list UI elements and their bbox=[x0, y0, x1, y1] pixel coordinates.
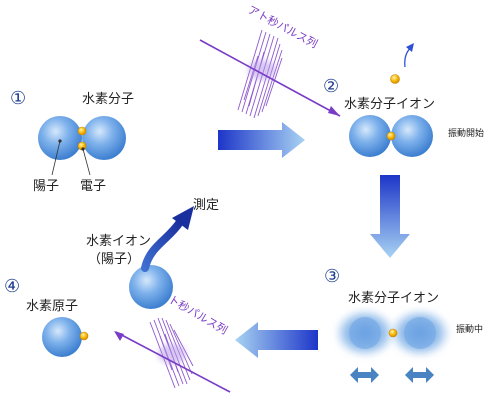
remaining-electron bbox=[386, 131, 396, 141]
ejected-electron bbox=[390, 74, 400, 84]
stage-2-note: 振動開始 bbox=[448, 127, 484, 139]
ejection-arrowhead bbox=[406, 43, 414, 52]
vibration-double-arrow-left bbox=[350, 367, 379, 383]
stage-2-title: 水素分子イオン bbox=[344, 97, 435, 112]
stage-4-dissociation: ④ 水素原子 水素イオン （陽子） 測定 bbox=[4, 198, 219, 357]
measurement-label: 測定 bbox=[193, 198, 219, 213]
stage-1-hydrogen-molecule: ① 水素分子 陽子 電子 bbox=[10, 88, 134, 194]
pulse-direction-bottom bbox=[115, 331, 231, 393]
hydrogen-ion-title: 水素イオン bbox=[86, 234, 151, 249]
ion-sphere-left bbox=[349, 115, 391, 157]
stage-4-title: 水素原子 bbox=[26, 299, 78, 314]
proton-sphere-right bbox=[82, 116, 126, 160]
stage-1-title: 水素分子 bbox=[82, 92, 134, 107]
measurement-arrow bbox=[141, 218, 184, 272]
hydrogen-atom-sphere bbox=[42, 317, 82, 357]
electron-pointer bbox=[82, 148, 91, 176]
pulse-direction-top bbox=[199, 39, 341, 117]
vibration-double-arrow-right bbox=[405, 367, 434, 383]
proton-sphere-left bbox=[38, 116, 82, 160]
pulse-glow-top bbox=[248, 60, 276, 80]
measurement-arrowhead bbox=[172, 206, 194, 230]
vibrating-core-right bbox=[404, 317, 436, 349]
pulse-arrowhead-top bbox=[328, 106, 340, 116]
proton-sphere bbox=[129, 265, 173, 309]
arrow-stage-3-to-4 bbox=[235, 322, 318, 358]
vibrating-core-left bbox=[349, 317, 381, 349]
arrow-stage-2-to-3 bbox=[370, 175, 410, 258]
pulse-glow-bottom bbox=[158, 344, 186, 364]
proton-label: 陽子 bbox=[33, 179, 59, 194]
stage-3-title: 水素分子イオン bbox=[348, 291, 439, 306]
attosecond-pulse-train-top: アト秒パルス列 bbox=[199, 2, 341, 119]
proton-pointer bbox=[51, 140, 61, 176]
hydrogen-atom-electron bbox=[79, 331, 89, 341]
hydrogen-ion-subtitle: （陽子） bbox=[88, 252, 140, 267]
stage-2-number: ② bbox=[323, 76, 339, 97]
pulse-arrowhead-bottom bbox=[114, 331, 124, 341]
arrow-stage-1-to-2 bbox=[218, 122, 305, 158]
electron-pointer-dot bbox=[81, 147, 85, 151]
stage-3-note: 振動中 bbox=[456, 323, 483, 335]
attosecond-pulse-train-bottom: アト秒パルス列 bbox=[114, 286, 231, 393]
stage-3-vibrating-ion: ③ 水素分子イオン 振動中 bbox=[324, 266, 483, 383]
stage-1-number: ① bbox=[10, 88, 26, 109]
electron-label: 電子 bbox=[80, 179, 106, 194]
stage-2-hydrogen-molecule-ion: ② 水素分子イオン 振動開始 bbox=[323, 43, 484, 157]
ion-sphere-right bbox=[391, 115, 433, 157]
pulse-label-top: アト秒パルス列 bbox=[246, 2, 321, 51]
stage-4-number: ④ bbox=[4, 276, 20, 297]
stage-3-number: ③ bbox=[324, 266, 340, 287]
proton-pointer-dot bbox=[58, 139, 62, 143]
vibrating-electron bbox=[388, 328, 398, 338]
electron-top bbox=[77, 126, 87, 136]
